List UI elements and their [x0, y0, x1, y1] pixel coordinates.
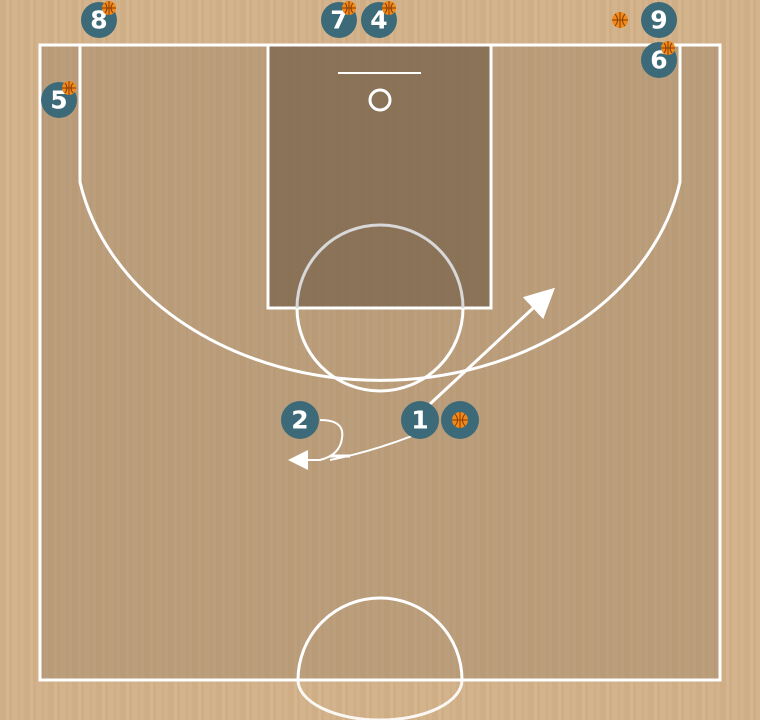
loose-basketball-icon: [612, 12, 628, 28]
player-label: 2: [291, 406, 308, 435]
basketball-icon: [342, 1, 356, 15]
player-1[interactable]: 1: [401, 401, 439, 439]
player-9[interactable]: 9: [641, 2, 677, 38]
player-2[interactable]: 2: [281, 401, 319, 439]
paint-area: [268, 45, 491, 308]
players: 8 7 4 9: [41, 1, 677, 439]
basketball-icon: [382, 1, 396, 15]
player-5[interactable]: 5: [41, 81, 77, 118]
basketball-icon: [661, 41, 675, 55]
player-label: 8: [90, 6, 107, 35]
player-ball-carrier[interactable]: [441, 401, 479, 439]
free-throw-circle: [295, 223, 465, 309]
center-circle: [296, 596, 464, 681]
basketball-icon: [102, 1, 116, 15]
cut-path: [428, 287, 555, 406]
movement-paths: [288, 287, 555, 470]
court-lines: [38, 43, 722, 682]
free-throw-circle-bottom: [295, 307, 465, 393]
player-label: 7: [330, 6, 347, 35]
basketball-icon: [62, 81, 76, 95]
player-label: 9: [650, 6, 667, 35]
player-6[interactable]: 6: [641, 41, 677, 78]
player-label: 1: [411, 406, 428, 435]
basketball-icon: [452, 412, 468, 428]
player-circle: [281, 401, 319, 439]
pass-path: [329, 435, 413, 461]
hoop: [368, 88, 392, 112]
paint-outline: [266, 43, 493, 310]
player-8[interactable]: 8: [81, 1, 117, 38]
player-label: 4: [370, 6, 387, 35]
player-label: 5: [50, 86, 67, 115]
three-point-line: [78, 45, 682, 382]
player-7[interactable]: 7: [321, 1, 357, 38]
player-circle: [401, 401, 439, 439]
player-circle: [641, 2, 677, 38]
dribble-path: [288, 419, 344, 470]
player-4[interactable]: 4: [361, 1, 397, 38]
